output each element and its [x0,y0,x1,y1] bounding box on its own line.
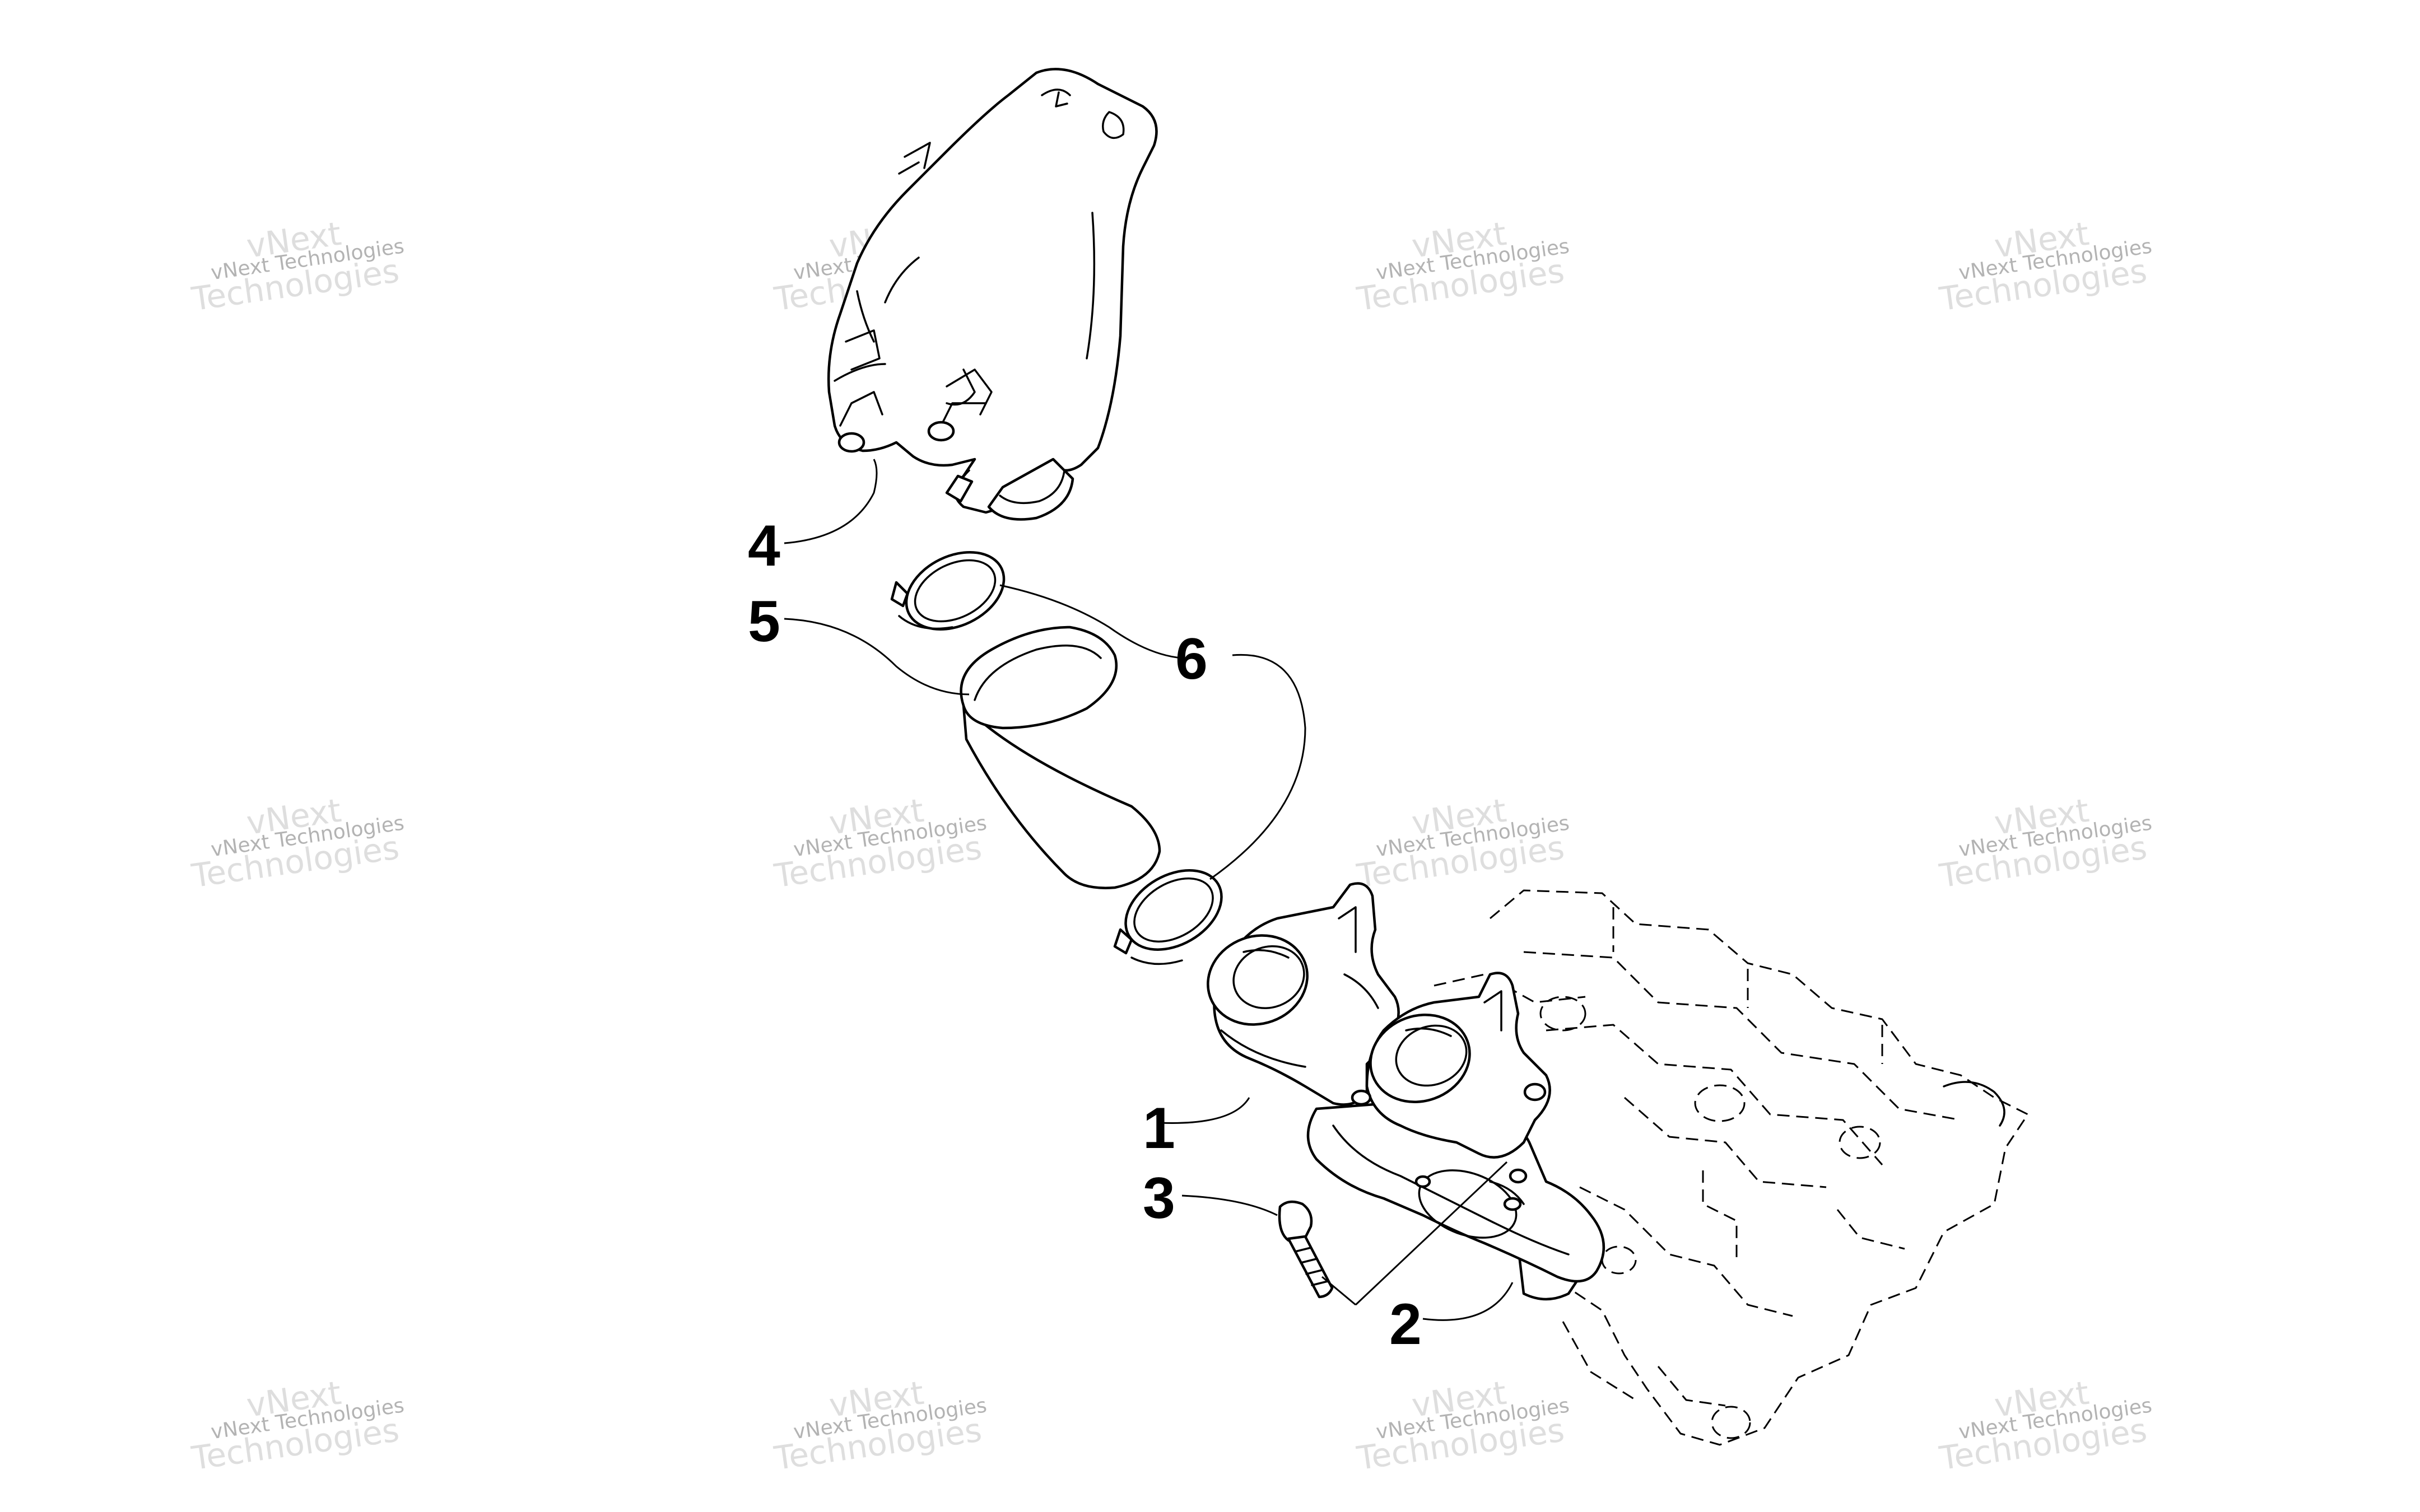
part-1-intake-manifold [1207,882,1605,1301]
part-6-upper-hose-clamp [890,550,1006,631]
part-4-intake-silencer [827,68,1158,521]
callout-5: 5 [748,589,780,654]
callout-2: 2 [1389,1292,1422,1357]
engine-block-outline [1434,889,2029,1446]
part-3-bolt [1278,1200,1334,1299]
callout-labels: 4 5 6 1 3 2 [748,514,1422,1357]
callout-leaders [784,459,1514,1321]
callout-4: 4 [748,514,780,578]
callout-3: 3 [1143,1166,1175,1231]
part-6-lower-hose-clamp [1113,869,1223,965]
part-5-intake-hose [960,626,1161,889]
callout-6: 6 [1175,627,1208,692]
callout-1: 1 [1143,1096,1175,1161]
